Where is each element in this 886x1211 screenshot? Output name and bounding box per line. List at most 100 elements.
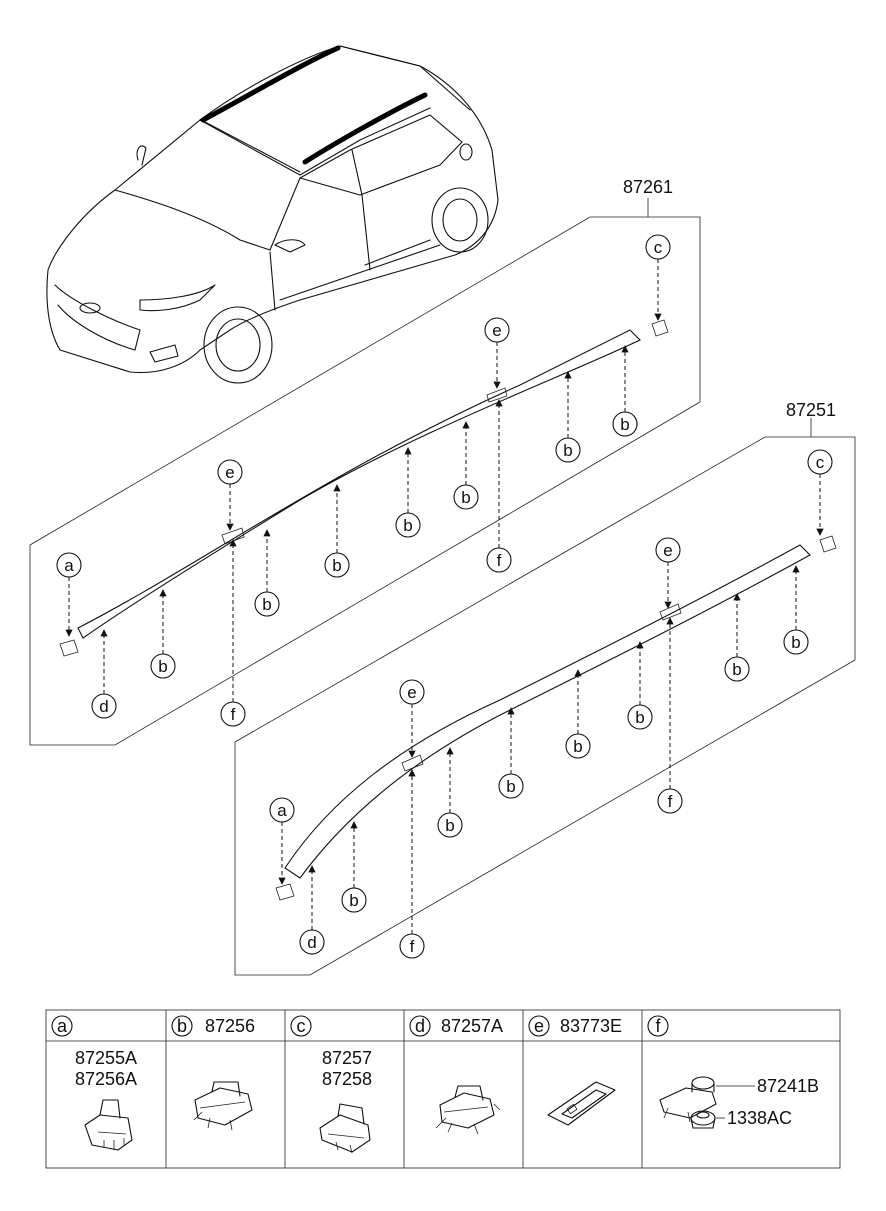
callout-letter: c (654, 238, 663, 257)
legend-table-border (45, 1009, 841, 1169)
callout-bubble (655, 537, 681, 563)
callout-arrowhead (408, 769, 416, 777)
callout-bubble (399, 679, 425, 705)
car-fog-light (149, 344, 179, 363)
callout-arrowhead (404, 447, 412, 455)
callout-c: c (807, 449, 833, 536)
callout-letter: b (262, 595, 271, 614)
callout-bubble (299, 929, 325, 955)
callout-letter: b (158, 657, 167, 676)
callout-b: b (555, 371, 581, 463)
legend-letter: b (177, 1016, 187, 1036)
rail-lower-slot-2 (659, 603, 682, 621)
callout-letter: e (225, 463, 234, 482)
callout-letter: b (349, 891, 358, 910)
clip-c-icon (319, 1103, 371, 1154)
rail-lower-clip-c (819, 535, 837, 553)
callout-bubble (453, 484, 479, 510)
legend-letter-circle (290, 1015, 312, 1037)
legend-letter: a (57, 1016, 68, 1036)
callout-letter: b (573, 737, 582, 756)
legend-part-f-2: 1338AC (727, 1108, 792, 1128)
car-front-wheel (203, 306, 273, 384)
assembly-87251-label: 87251 (786, 400, 836, 420)
callout-arrowhead (159, 589, 167, 597)
rail-upper-clip-a (59, 639, 79, 657)
callout-b: b (612, 345, 638, 437)
callout-arrowhead (493, 381, 501, 389)
callout-bubble (657, 788, 683, 814)
callout-bubble (269, 797, 295, 823)
car-headlight (139, 284, 216, 312)
car-rear-wheel-rim (442, 198, 478, 242)
callout-b: b (150, 589, 176, 679)
callout-bubble (498, 773, 524, 799)
callout-arrowhead (564, 371, 572, 379)
roof-rail-lower-body (284, 544, 811, 879)
callout-b: b (498, 707, 524, 799)
callout-letter: b (445, 816, 454, 835)
callout-letter: a (64, 556, 74, 575)
car-badge (79, 302, 101, 314)
car-a-pillar (269, 177, 301, 251)
legend-header-part: 87256 (205, 1016, 255, 1036)
callout-a: a (269, 797, 295, 885)
callout-c: c (645, 234, 671, 321)
callout-bubble (565, 733, 591, 759)
legend-header-part: 87257A (441, 1016, 503, 1036)
callout-letter: e (492, 321, 501, 340)
callout-a: a (56, 552, 82, 637)
callout-letter: a (277, 801, 287, 820)
legend-header-a: a (51, 1015, 73, 1037)
legend-letter: f (655, 1016, 661, 1036)
callout-arrowhead (278, 877, 286, 885)
callout-f: f (220, 539, 246, 727)
legend-part-c-2: 87258 (322, 1069, 372, 1089)
car-sill-line (279, 244, 441, 301)
assembly-87251: 87251 (234, 400, 856, 976)
callout-arrowhead (666, 617, 674, 625)
callout-letter: e (407, 683, 416, 702)
callout-arrowhead (816, 528, 824, 536)
callout-bubble (645, 234, 671, 260)
callout-letter: f (410, 937, 415, 956)
callout-arrowhead (263, 529, 271, 537)
callout-bubble (724, 656, 750, 682)
callout-arrowhead (350, 821, 358, 829)
callout-letter: b (620, 415, 629, 434)
callout-letter: b (563, 441, 572, 460)
callout-arrowhead (574, 669, 582, 677)
legend-letter-circle (409, 1015, 431, 1037)
callout-bubble (399, 933, 425, 959)
assembly-87261-label: 87261 (623, 177, 673, 197)
callout-arrowhead (333, 484, 341, 492)
clip-e-icon (547, 1081, 616, 1126)
callout-d: d (299, 865, 325, 955)
clip-b-icon (193, 1081, 253, 1131)
callout-arrowhead (100, 629, 108, 637)
roof-rail-lower (275, 535, 837, 901)
callout-letter: f (668, 792, 673, 811)
legend-header-d: d 87257A (409, 1015, 503, 1037)
car-front-wheel-rim (215, 318, 261, 372)
callout-letter: e (663, 541, 672, 560)
callout-arrowhead (621, 345, 629, 353)
callout-arrowhead (308, 865, 316, 873)
callout-arrowhead (654, 313, 662, 321)
rail-upper-clip-c (651, 319, 669, 337)
legend-table: a b 87256 c d 87257A e 83773E f 87255A 8… (45, 1009, 841, 1169)
callout-b: b (627, 641, 653, 730)
callout-letter: b (461, 488, 470, 507)
rail-lower-clip-a (275, 883, 295, 901)
callout-arrowhead (229, 539, 237, 547)
callout-arrowhead (792, 565, 800, 573)
callout-bubble (254, 591, 280, 617)
callout-f: f (399, 769, 425, 959)
callout-d: d (91, 629, 117, 719)
clip-f-icon (659, 1076, 717, 1123)
callout-bubble (807, 449, 833, 475)
callout-b: b (341, 821, 367, 913)
rail-upper-slot-2 (486, 387, 508, 403)
